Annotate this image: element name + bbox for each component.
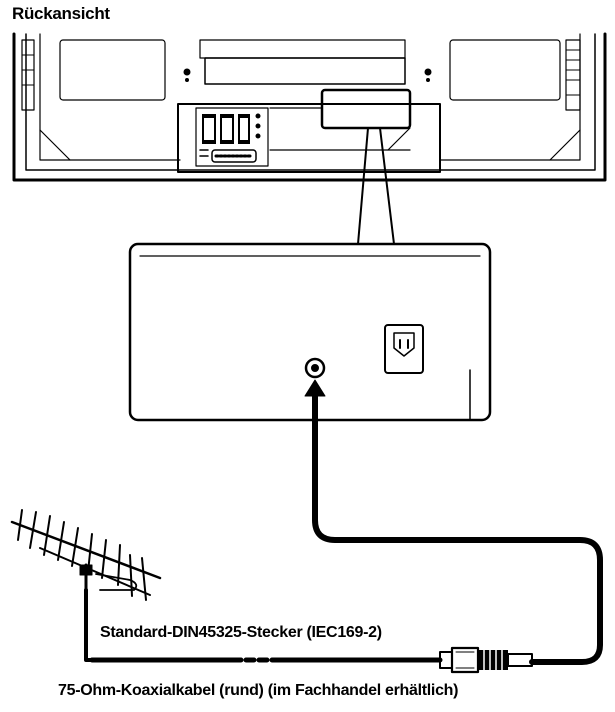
plug-label: Standard-DIN45325-Stecker (IEC169-2): [100, 624, 382, 641]
tv-rear-view: [12, 32, 607, 182]
din-plug: [439, 646, 533, 674]
cable-label: 75-Ohm-Koaxialkabel (rund) (im Fachhande…: [58, 682, 459, 699]
zoom-panel: [128, 242, 492, 422]
antenna: [10, 509, 162, 601]
callout-lines: [357, 127, 395, 245]
coax-cable: [84, 379, 603, 665]
antenna-socket: [304, 357, 326, 379]
rear-view-title: Rückansicht: [12, 4, 110, 23]
ac-inlet: [384, 324, 424, 374]
